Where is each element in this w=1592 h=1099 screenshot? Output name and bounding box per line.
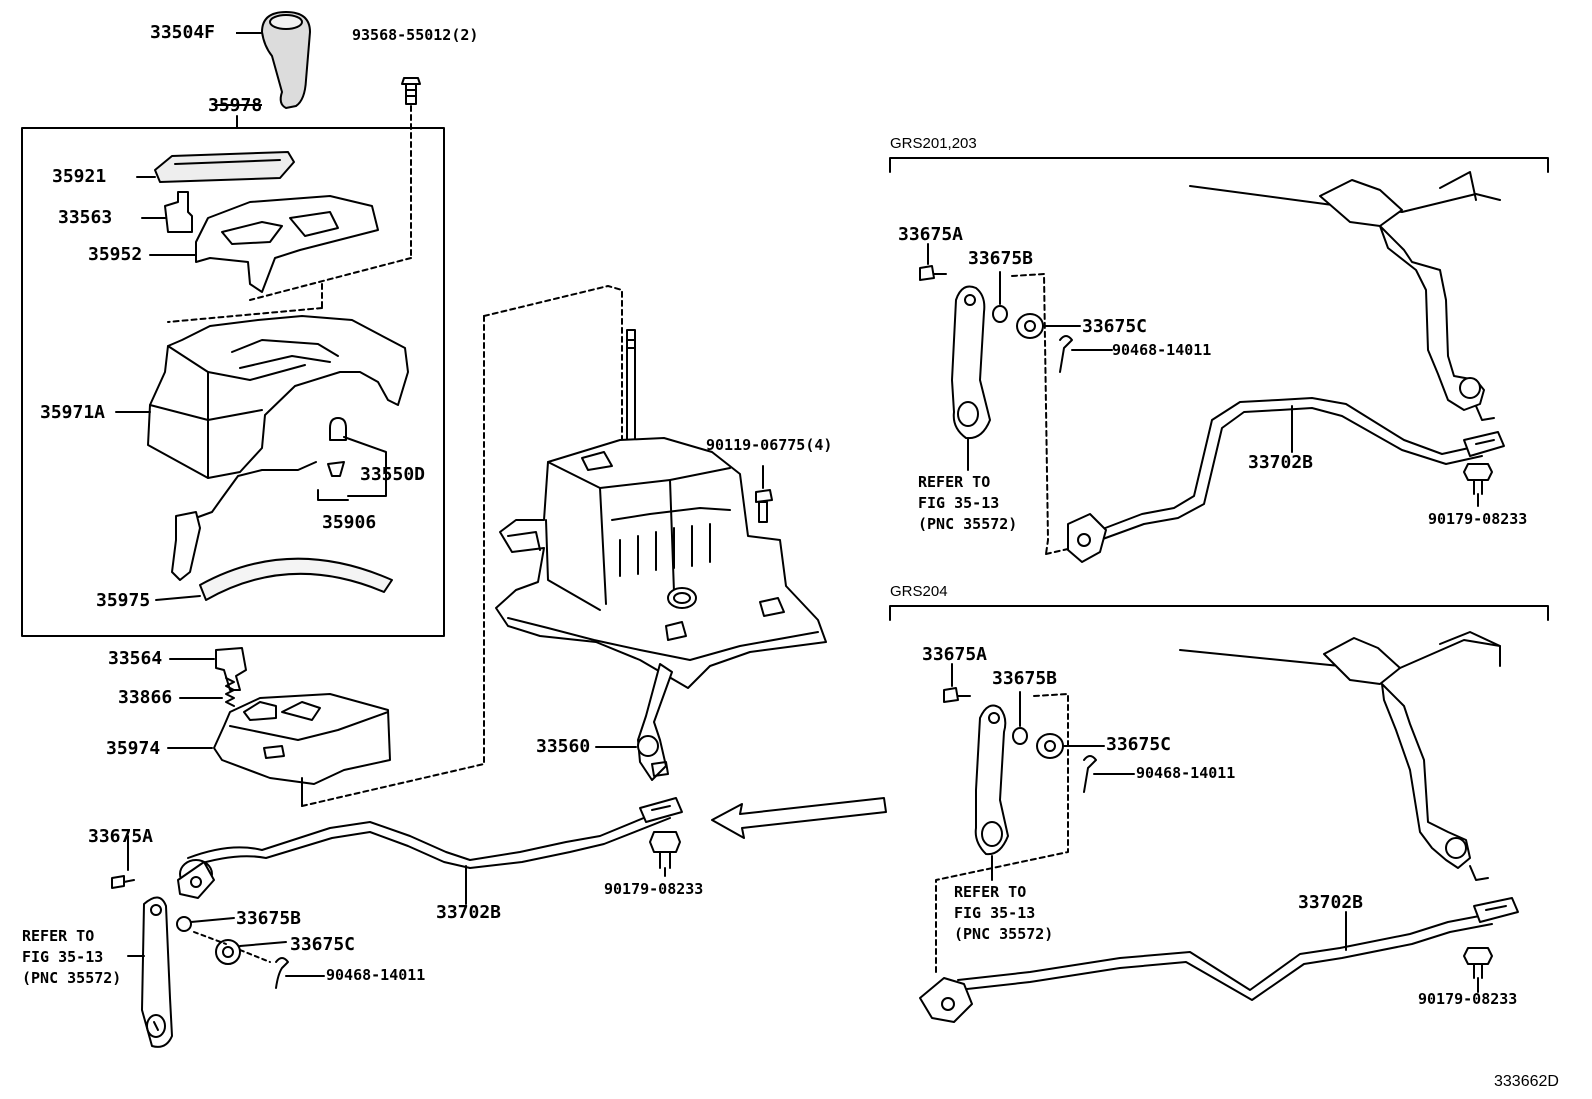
label-35971A: 35971A <box>40 402 106 423</box>
refer-note-line2: FIG 35-13 <box>954 904 1036 922</box>
label-33675A-bottom: 33675A <box>922 644 988 665</box>
label-90468-left: 90468-14011 <box>326 966 426 984</box>
refer-note-line1: REFER TO <box>954 883 1027 901</box>
switch-33563 <box>164 191 193 233</box>
label-35952: 35952 <box>88 244 143 265</box>
label-35978: 35978 <box>208 95 263 116</box>
label-35974: 35974 <box>106 738 161 759</box>
shift-cable-top <box>1099 397 1479 531</box>
shift-housing <box>147 315 409 479</box>
label-90179-top: 90179-08233 <box>1428 510 1528 528</box>
refer-note-left: REFER TO FIG 35-13 (PNC 35572) <box>22 926 121 989</box>
link-arm-bottom <box>974 704 1009 856</box>
shift-cable-bottom <box>957 913 1491 991</box>
label-33550D: 33550D <box>360 464 426 485</box>
refer-note-line2: FIG 35-13 <box>22 948 104 966</box>
shift-cover <box>199 557 393 601</box>
label-33675A-top: 33675A <box>898 224 964 245</box>
refer-note-line3: (PNC 35572) <box>22 969 122 987</box>
shift-plate <box>195 195 379 293</box>
refer-note-line1: REFER TO <box>22 927 95 945</box>
label-35921: 35921 <box>52 166 107 187</box>
label-33675C-left: 33675C <box>290 934 356 955</box>
bracket-arm-bottom <box>1179 639 1501 669</box>
label-35906: 35906 <box>322 512 377 533</box>
label-33675C-bottom: 33675C <box>1106 734 1172 755</box>
label-35975: 35975 <box>96 590 151 611</box>
shift-knob <box>261 11 311 109</box>
nut-center <box>649 831 681 853</box>
refer-note-top: REFER TO FIG 35-13 (PNC 35572) <box>918 472 1017 535</box>
refer-note-line2: FIG 35-13 <box>918 494 1000 512</box>
label-90468-top: 90468-14011 <box>1112 341 1212 359</box>
label-33675B-bottom: 33675B <box>992 668 1058 689</box>
label-33564: 33564 <box>108 648 163 669</box>
refer-note-line1: REFER TO <box>918 473 991 491</box>
bracket-arm-top <box>1189 185 1501 213</box>
assembly-box <box>21 127 445 637</box>
refer-note-line3: (PNC 35572) <box>954 925 1054 943</box>
label-33866: 33866 <box>118 687 173 708</box>
group-label-top: GRS201,203 <box>890 135 977 152</box>
label-33702B-bottom: 33702B <box>1298 892 1364 913</box>
label-33675A-left: 33675A <box>88 826 154 847</box>
center-dash-guide <box>483 285 623 451</box>
label-90468-bottom: 90468-14011 <box>1136 764 1236 782</box>
label-33675B-top: 33675B <box>968 248 1034 269</box>
refer-note-line3: (PNC 35572) <box>918 515 1018 533</box>
label-90179-bottom: 90179-08233 <box>1418 990 1518 1008</box>
label-33675C-top: 33675C <box>1082 316 1148 337</box>
label-33563: 33563 <box>58 207 113 228</box>
figure-id: 333662D <box>1494 1073 1559 1090</box>
label-33702B-center: 33702B <box>436 902 502 923</box>
bracket-top <box>889 157 1549 173</box>
label-90179-center: 90179-08233 <box>604 880 704 898</box>
wire-harness <box>189 461 317 521</box>
label-93568-55012: 93568-55012(2) <box>352 26 479 44</box>
lock-33564 <box>215 647 247 691</box>
refer-note-bottom: REFER TO FIG 35-13 (PNC 35572) <box>954 882 1053 945</box>
spring-33866 <box>225 677 235 707</box>
link-arm-top <box>951 285 991 440</box>
direction-arrow <box>711 797 887 839</box>
label-33560: 33560 <box>536 736 591 757</box>
link-arm-left <box>141 896 173 1048</box>
shift-cable-center <box>187 807 669 861</box>
label-90119-06775: 90119-06775(4) <box>706 436 833 454</box>
bracket-bottom <box>889 605 1549 621</box>
group-label-bottom: GRS204 <box>890 583 948 600</box>
label-33504F: 33504F <box>150 22 216 43</box>
label-33675B-left: 33675B <box>236 908 302 929</box>
indicator-plate <box>154 151 295 183</box>
bolt-93568 <box>249 77 421 301</box>
label-33702B-top: 33702B <box>1248 452 1314 473</box>
